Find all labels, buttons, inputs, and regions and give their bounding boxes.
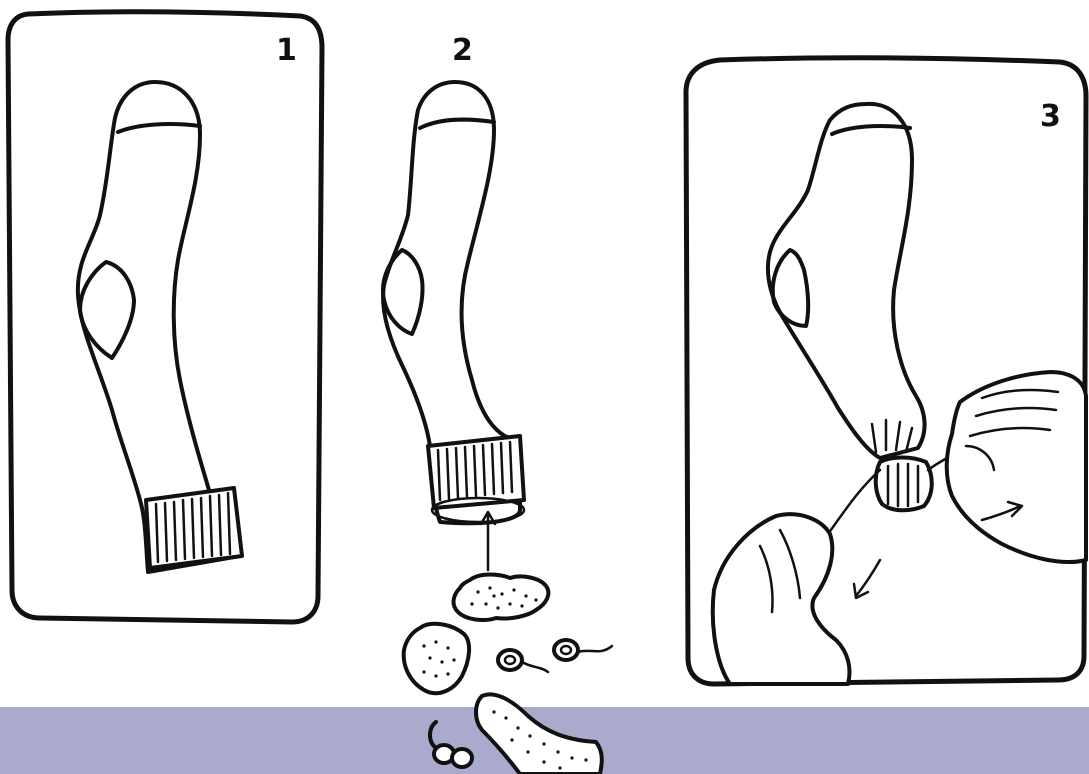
step-2-panel: 2: [383, 33, 612, 774]
step-3-panel: 3: [686, 58, 1086, 684]
sock-with-stuffing-icon: [383, 82, 612, 774]
thread-spool-icon: [498, 650, 548, 672]
step-2-number: 2: [452, 33, 473, 68]
thread-spool-icon: [554, 640, 612, 660]
bead-icon: [434, 745, 472, 767]
step-1-number: 1: [276, 33, 297, 68]
step-1-panel: 1: [8, 12, 322, 622]
step-3-number: 3: [1040, 99, 1061, 134]
